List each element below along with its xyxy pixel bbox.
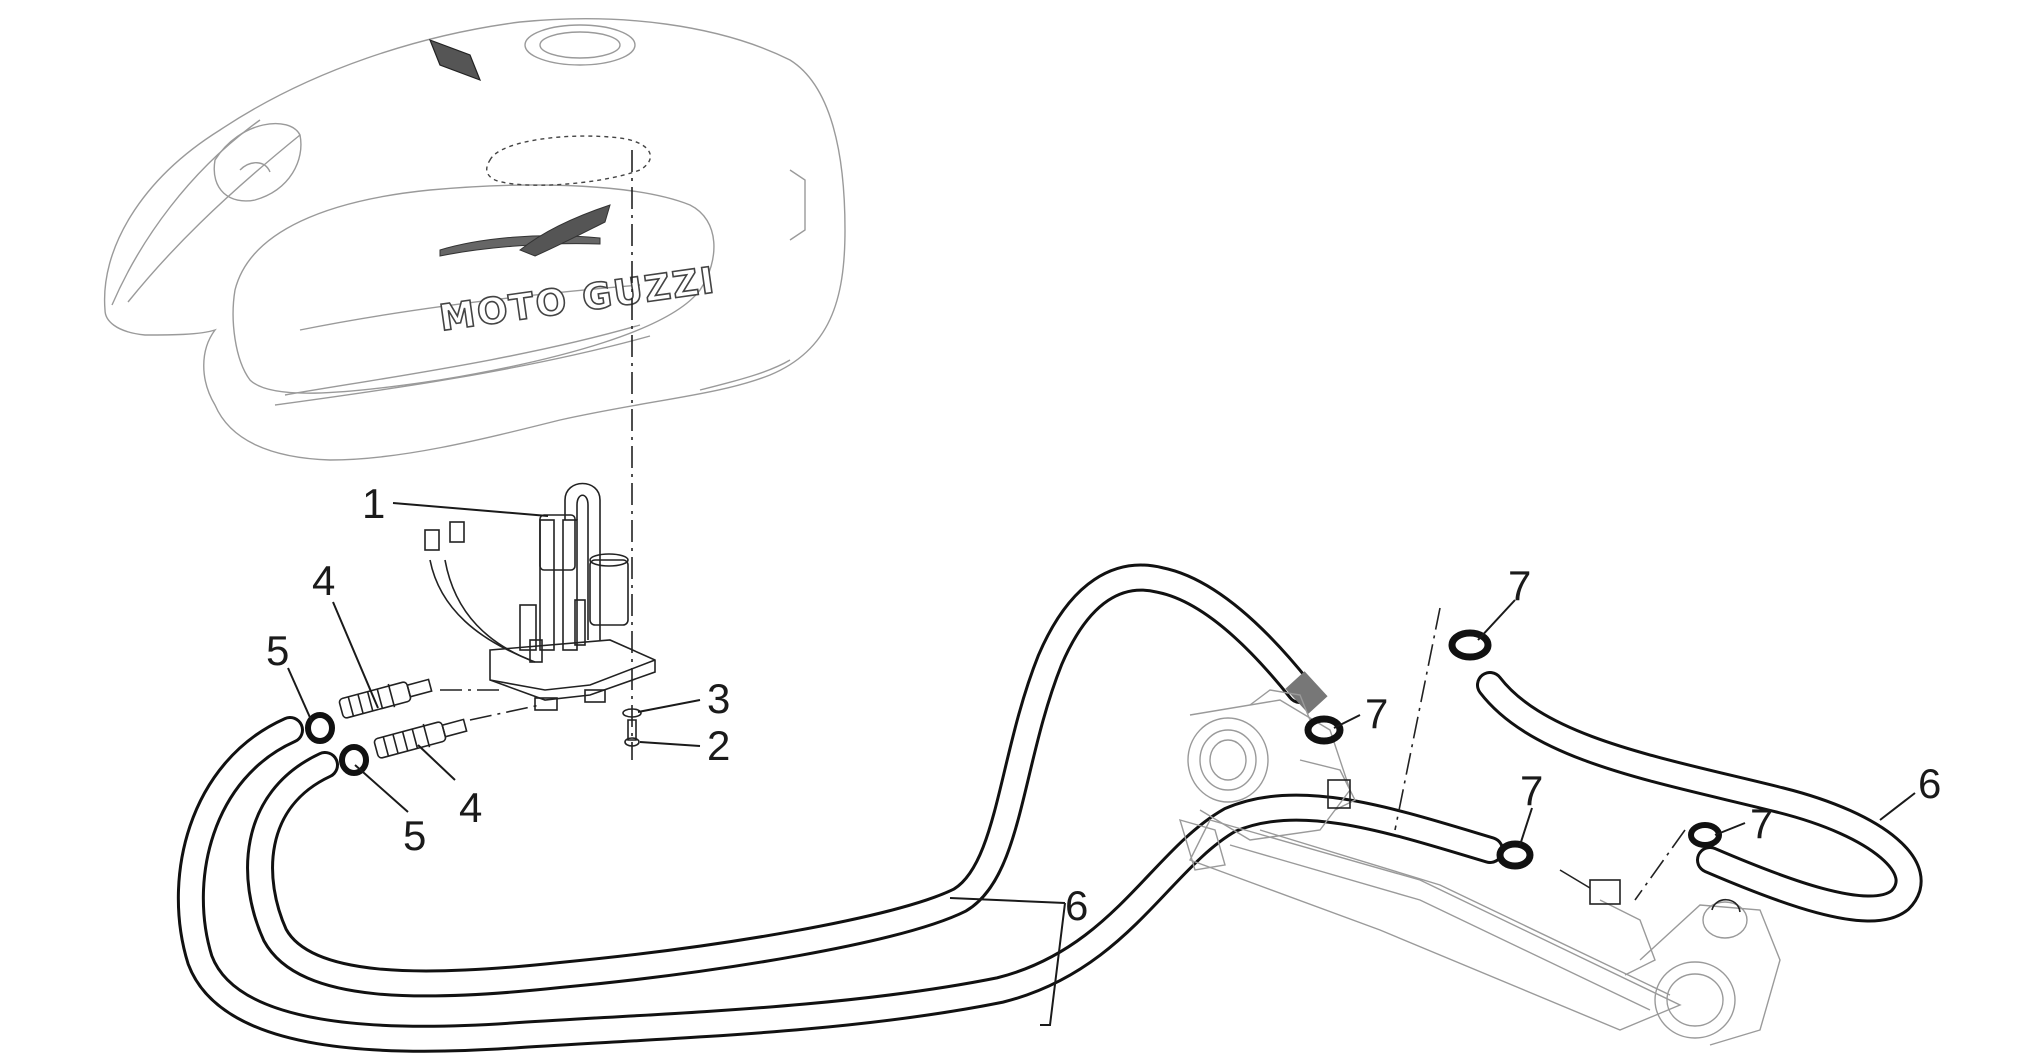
- callout-7-top: 7: [1508, 562, 1531, 609]
- callout-6-right: 6: [1918, 760, 1941, 807]
- tank-logo-text: MOTO GUZZI: [437, 260, 719, 339]
- fasteners: [622, 708, 642, 747]
- hose-clamps-large: [1304, 629, 1722, 870]
- assembly-axis-right-body: [1634, 829, 1686, 901]
- callout-7-left: 7: [1365, 690, 1388, 737]
- callout-labels: 1 2 3 4 4 5 5 6 6 7 7 7 7: [266, 480, 1941, 929]
- fuel-hoses: [176, 563, 1923, 1053]
- fuel-pump-assembly: [424, 482, 656, 711]
- assembly-axis-left-body: [1394, 607, 1441, 831]
- callout-4-upper: 4: [312, 557, 335, 604]
- callout-6-left: 6: [1065, 882, 1088, 929]
- hose-clamps-small: [305, 712, 369, 776]
- callout-5-upper: 5: [266, 627, 289, 674]
- callout-leaders: [287, 502, 1916, 1026]
- callout-3: 3: [707, 675, 730, 722]
- callout-2: 2: [707, 722, 730, 769]
- callout-7-middle: 7: [1520, 767, 1543, 814]
- hose-connectors: [338, 678, 541, 759]
- callout-1: 1: [362, 480, 385, 527]
- fuel-tank: MOTO GUZZI: [103, 18, 846, 461]
- callout-4-lower: 4: [459, 784, 482, 831]
- throttle-body-assembly: [1178, 689, 1781, 1046]
- callout-7-right: 7: [1750, 800, 1773, 847]
- callout-5-lower: 5: [403, 812, 426, 859]
